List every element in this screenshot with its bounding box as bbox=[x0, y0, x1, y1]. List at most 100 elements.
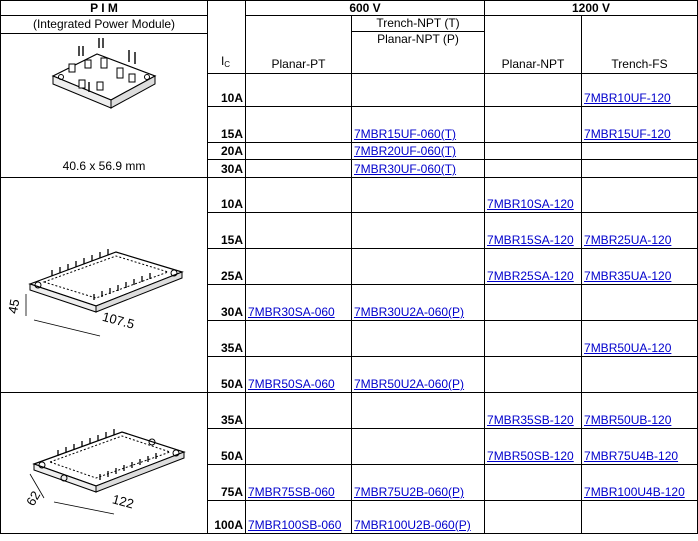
trench-fs-cell: 7MBR100U4B-120 bbox=[581, 464, 698, 501]
planar-npt-cell bbox=[484, 284, 583, 321]
part-link[interactable]: 7MBR15SA-120 bbox=[487, 233, 574, 247]
module-image-medium: 45 107.5 bbox=[0, 177, 208, 393]
module-medium-icon: 45 107.5 bbox=[5, 248, 184, 336]
part-link[interactable]: 7MBR100U4B-120 bbox=[584, 485, 685, 499]
ic-value: 30A bbox=[207, 284, 246, 321]
planar-pt-cell: 7MBR75SB-060 bbox=[245, 464, 352, 501]
dim-label-width: 45 bbox=[5, 297, 22, 314]
trench-npt-label: Trench-NPT (T) bbox=[352, 17, 484, 32]
pim-subtitle: (Integrated Power Module) bbox=[0, 15, 208, 34]
dim-label-length: 122 bbox=[111, 491, 136, 511]
part-link[interactable]: 7MBR50SB-120 bbox=[487, 449, 574, 463]
ic-value: 50A bbox=[207, 356, 246, 393]
planar-npt-cell: 7MBR25SA-120 bbox=[484, 248, 583, 285]
planar-pt-cell bbox=[245, 212, 352, 249]
trench-npt-cell bbox=[350, 320, 486, 357]
part-link[interactable]: 7MBR50U2A-060(P) bbox=[354, 377, 465, 391]
planar-pt-cell bbox=[245, 73, 352, 107]
ic-value: 30A bbox=[207, 159, 246, 178]
part-link[interactable]: 7MBR30SA-060 bbox=[248, 305, 335, 319]
ic-value: 10A bbox=[207, 177, 246, 213]
trench-npt-cell: 7MBR50U2A-060(P) bbox=[350, 356, 486, 393]
planar-pt-cell bbox=[245, 320, 352, 357]
part-link[interactable]: 7MBR30UF-060(T) bbox=[354, 162, 457, 176]
planar-npt-cell: 7MBR50SB-120 bbox=[484, 428, 583, 465]
part-link[interactable]: 7MBR15UF-120 bbox=[584, 127, 671, 141]
part-link[interactable]: 7MBR50SA-060 bbox=[248, 377, 335, 391]
trench-fs-cell: 7MBR10UF-120 bbox=[581, 73, 698, 107]
voltage-600-header: 600 V bbox=[244, 0, 486, 16]
ic-value: 25A bbox=[207, 248, 246, 285]
ic-value: 50A bbox=[207, 428, 246, 465]
planar-npt-cell bbox=[484, 500, 583, 534]
trench-npt-cell: 7MBR100U2B-060(P) bbox=[350, 500, 486, 534]
planar-npt-cell: 7MBR10SA-120 bbox=[484, 177, 583, 213]
part-link[interactable]: 7MBR35SB-120 bbox=[487, 413, 574, 427]
planar-npt-cell bbox=[484, 73, 583, 107]
trench-fs-cell: 7MBR50UB-120 bbox=[581, 392, 698, 429]
part-link[interactable]: 7MBR50UB-120 bbox=[584, 413, 672, 427]
planar-pt-cell bbox=[245, 159, 352, 178]
part-link[interactable]: 7MBR75U2B-060(P) bbox=[354, 485, 465, 499]
trench-fs-cell: 7MBR75U4B-120 bbox=[581, 428, 698, 465]
dim-label-width: 62 bbox=[23, 488, 43, 508]
trench-fs-cell: 7MBR50UA-120 bbox=[581, 320, 698, 357]
trench-npt-cell: 7MBR15UF-060(T) bbox=[350, 106, 486, 143]
ic-value: 10A bbox=[207, 73, 246, 107]
voltage-1200-header: 1200 V bbox=[484, 0, 698, 16]
planar-npt-cell: 7MBR15SA-120 bbox=[484, 212, 583, 249]
ic-value: 75A bbox=[207, 464, 246, 501]
trench-fs-cell bbox=[581, 356, 698, 393]
ic-value: 20A bbox=[207, 142, 246, 160]
part-link[interactable]: 7MBR25SA-120 bbox=[487, 269, 574, 283]
module-small-dimensions: 40.6 x 56.9 mm bbox=[62, 159, 146, 173]
planar-npt-cell bbox=[484, 142, 583, 160]
trench-npt-header: Trench-NPT (T) Planar-NPT (P) bbox=[350, 15, 486, 74]
module-image-small: 40.6 x 56.9 mm bbox=[0, 33, 208, 178]
ic-value: 35A bbox=[207, 320, 246, 357]
part-link[interactable]: 7MBR15UF-060(T) bbox=[354, 127, 457, 141]
planar-pt-cell: 7MBR30SA-060 bbox=[245, 284, 352, 321]
part-link[interactable]: 7MBR25UA-120 bbox=[584, 233, 672, 247]
trench-fs-cell bbox=[581, 177, 698, 213]
trench-fs-cell bbox=[581, 142, 698, 160]
part-link[interactable]: 7MBR75SB-060 bbox=[248, 485, 335, 499]
ic-value: 35A bbox=[207, 392, 246, 429]
trench-fs-cell bbox=[581, 500, 698, 534]
part-link[interactable]: 7MBR10SA-120 bbox=[487, 197, 574, 211]
trench-fs-cell: 7MBR35UA-120 bbox=[581, 248, 698, 285]
trench-npt-cell bbox=[350, 212, 486, 249]
part-link[interactable]: 7MBR50UA-120 bbox=[584, 341, 672, 355]
module-small-icon bbox=[51, 38, 157, 109]
module-large-icon: 62 122 bbox=[23, 428, 186, 514]
part-link[interactable]: 7MBR35UA-120 bbox=[584, 269, 672, 283]
trench-fs-cell: 7MBR15UF-120 bbox=[581, 106, 698, 143]
planar-npt-cell bbox=[484, 356, 583, 393]
planar-npt-p-label: Planar-NPT (P) bbox=[377, 32, 459, 46]
planar-npt-cell bbox=[484, 106, 583, 143]
trench-fs-cell: 7MBR25UA-120 bbox=[581, 212, 698, 249]
planar-npt-cell: 7MBR35SB-120 bbox=[484, 392, 583, 429]
planar-pt-cell: 7MBR100SB-060 bbox=[245, 500, 352, 534]
planar-npt-cell bbox=[484, 464, 583, 501]
trench-npt-cell bbox=[350, 248, 486, 285]
trench-npt-cell bbox=[350, 392, 486, 429]
ic-column-header: IC bbox=[207, 0, 246, 74]
planar-pt-cell bbox=[245, 248, 352, 285]
trench-fs-cell bbox=[581, 284, 698, 321]
part-link[interactable]: 7MBR20UF-060(T) bbox=[354, 144, 457, 158]
part-link[interactable]: 7MBR30U2A-060(P) bbox=[354, 305, 465, 319]
dim-label-length: 107.5 bbox=[101, 308, 136, 331]
part-link[interactable]: 7MBR100U2B-060(P) bbox=[354, 518, 471, 532]
part-link[interactable]: 7MBR10UF-120 bbox=[584, 91, 671, 105]
planar-pt-cell bbox=[245, 177, 352, 213]
planar-pt-header: Planar-PT bbox=[245, 15, 352, 74]
part-link[interactable]: 7MBR75U4B-120 bbox=[584, 449, 679, 463]
planar-pt-cell bbox=[245, 392, 352, 429]
module-image-large: 62 122 bbox=[0, 392, 208, 534]
part-link[interactable]: 7MBR100SB-060 bbox=[248, 518, 342, 532]
trench-npt-cell: 7MBR20UF-060(T) bbox=[350, 142, 486, 160]
ic-value: 15A bbox=[207, 106, 246, 143]
planar-pt-cell bbox=[245, 106, 352, 143]
